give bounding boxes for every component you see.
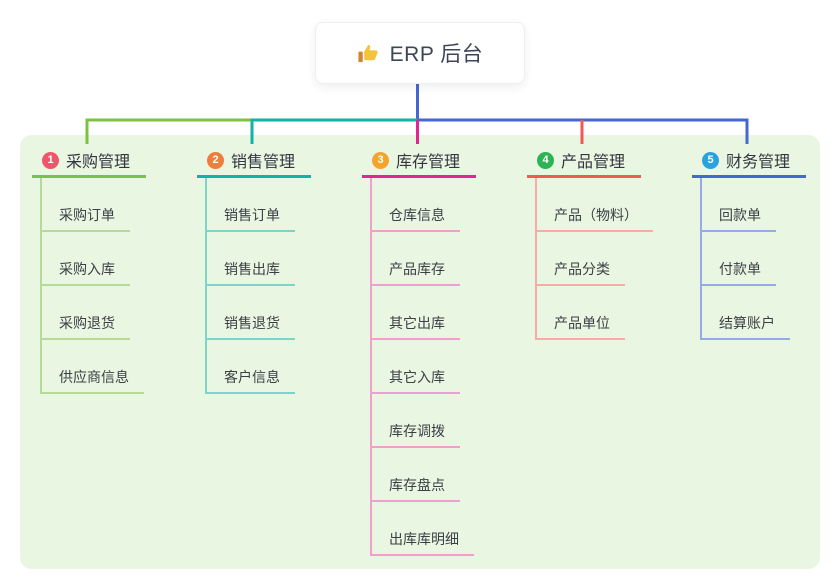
child-node: 供应商信息 [42,340,192,394]
child-node-label[interactable]: 产品分类 [537,259,625,286]
child-node-label[interactable]: 客户信息 [207,367,295,394]
child-node: 库存盘点 [372,448,522,502]
child-node: 出库库明细 [372,502,522,556]
child-node: 其它入库 [372,340,522,394]
child-node-label[interactable]: 其它入库 [372,367,460,394]
child-node-label[interactable]: 库存盘点 [372,475,460,502]
branch-node[interactable]: 4 产品管理 [527,148,641,178]
child-node-label[interactable]: 销售订单 [207,205,295,232]
child-node: 销售出库 [207,232,357,286]
branch-node[interactable]: 2 销售管理 [197,148,311,178]
branch-children: 回款单付款单结算账户 [700,178,839,340]
child-node-label[interactable]: 付款单 [702,259,776,286]
child-node: 其它出库 [372,286,522,340]
child-node-label[interactable]: 库存调拨 [372,421,460,448]
branch-number-badge: 5 [702,151,719,169]
child-node-label[interactable]: 采购退货 [42,313,130,340]
branch-label: 库存管理 [396,154,461,171]
child-node: 库存调拨 [372,394,522,448]
child-node-label[interactable]: 产品库存 [372,259,460,286]
child-node-label[interactable]: 仓库信息 [372,205,460,232]
branch-node[interactable]: 5 财务管理 [692,148,806,178]
branch-node[interactable]: 1 采购管理 [32,148,146,178]
child-node-label[interactable]: 出库库明细 [372,529,474,556]
child-node-label[interactable]: 采购入库 [42,259,130,286]
branch-3: 3 库存管理仓库信息产品库存其它出库其它入库库存调拨库存盘点出库库明细 [362,148,527,556]
branch-children: 产品（物料） 产品分类产品单位 [535,178,687,340]
child-node: 产品单位 [537,286,687,340]
branch-children: 采购订单采购入库采购退货供应商信息 [40,178,192,394]
branch-children: 仓库信息产品库存其它出库其它入库库存调拨库存盘点出库库明细 [370,178,522,556]
child-node-label[interactable]: 其它出库 [372,313,460,340]
branch-1: 1 采购管理采购订单采购入库采购退货供应商信息 [32,148,197,394]
branch-number-badge: 4 [537,151,554,169]
branch-label: 销售管理 [231,154,296,171]
branch-number-badge: 2 [207,151,224,169]
child-node-label[interactable]: 供应商信息 [42,367,144,394]
branch-2: 2 销售管理销售订单销售出库销售退货客户信息 [197,148,362,394]
child-node-label[interactable]: 销售退货 [207,313,295,340]
branch-label: 采购管理 [66,154,131,171]
branch-5: 5 财务管理回款单付款单结算账户 [692,148,839,340]
branch-children: 销售订单销售出库销售退货客户信息 [205,178,357,394]
child-node: 采购退货 [42,286,192,340]
child-node-label[interactable]: 回款单 [702,205,776,232]
child-node: 回款单 [702,178,839,232]
child-node: 采购入库 [42,232,192,286]
child-node: 仓库信息 [372,178,522,232]
child-node: 付款单 [702,232,839,286]
child-node: 销售订单 [207,178,357,232]
child-node: 产品（物料） [537,178,687,232]
child-node-label[interactable]: 产品（物料） [537,205,653,232]
branch-node[interactable]: 3 库存管理 [362,148,476,178]
branch-label: 财务管理 [726,154,791,171]
thumbs-up-icon [357,42,380,65]
child-node: 客户信息 [207,340,357,394]
child-node-label[interactable]: 采购订单 [42,205,130,232]
branch-4: 4 产品管理产品（物料） 产品分类产品单位 [527,148,692,340]
root-node-erp[interactable]: ERP 后台 [315,22,525,84]
mindmap-canvas [20,135,820,569]
child-node: 结算账户 [702,286,839,340]
child-node-label[interactable]: 结算账户 [702,313,790,340]
child-node-label[interactable]: 销售出库 [207,259,295,286]
child-node: 销售退货 [207,286,357,340]
branch-number-badge: 1 [42,151,59,169]
child-node: 产品分类 [537,232,687,286]
root-title: ERP 后台 [389,43,484,66]
branch-number-badge: 3 [372,151,389,169]
child-node: 采购订单 [42,178,192,232]
child-node: 产品库存 [372,232,522,286]
child-node-label[interactable]: 产品单位 [537,313,625,340]
branch-label: 产品管理 [561,154,626,171]
